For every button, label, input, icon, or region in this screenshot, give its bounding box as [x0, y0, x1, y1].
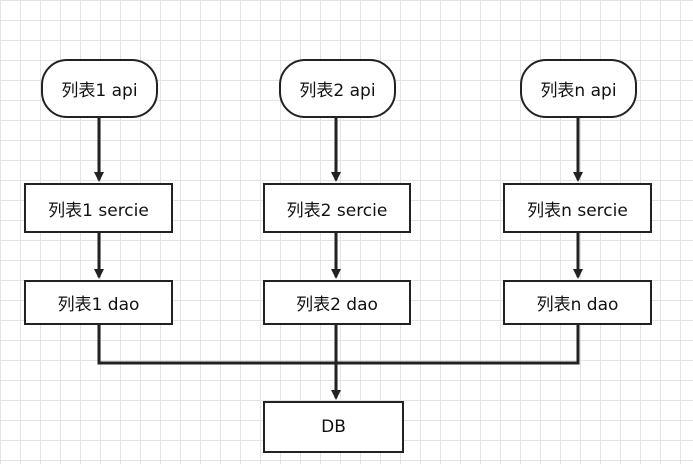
node-service-n: 列表n sercie: [503, 183, 652, 233]
node-service-1: 列表1 sercie: [24, 183, 173, 233]
node-dao-2: 列表2 dao: [263, 280, 411, 325]
node-api-2: 列表2 api: [279, 59, 396, 118]
node-dao-1: 列表1 dao: [24, 280, 173, 325]
node-api-1: 列表1 api: [41, 59, 158, 118]
node-service-2: 列表2 sercie: [263, 183, 411, 233]
node-api-n: 列表n api: [520, 59, 637, 118]
node-db: DB: [263, 401, 404, 453]
node-dao-n: 列表n dao: [503, 280, 652, 325]
